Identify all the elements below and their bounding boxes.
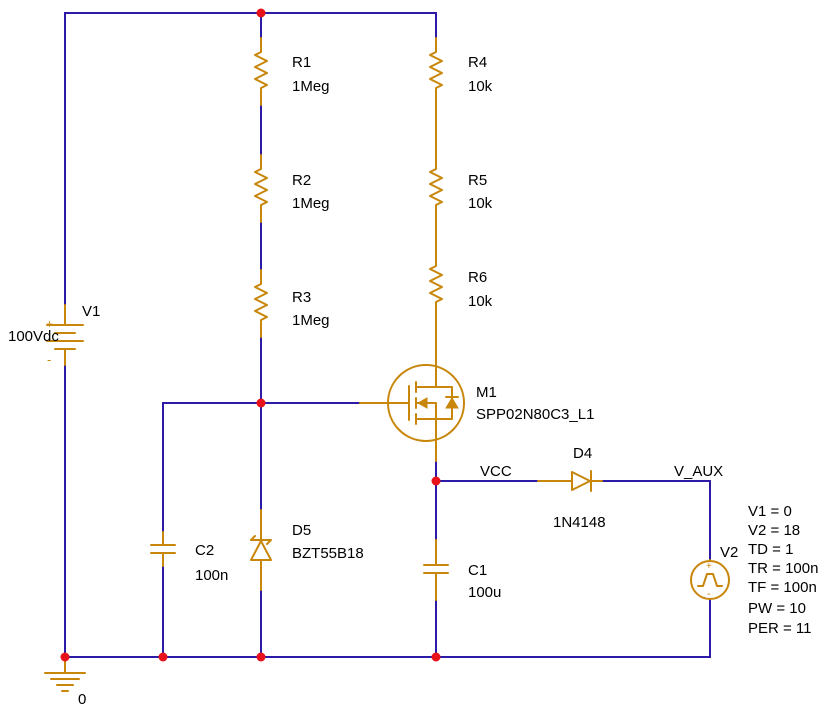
m1-value-label: SPP02N80C3_L1 [476, 406, 594, 423]
c2-value-label: 100n [195, 567, 228, 584]
pulse-source-v2[interactable] [690, 559, 730, 600]
battery-v1[interactable] [46, 304, 84, 366]
d5-ref-label: D5 [292, 522, 311, 539]
v2-param-pw: PW = 10 [748, 600, 806, 617]
resistor-r1[interactable] [254, 37, 268, 106]
junction-node-vcc [431, 476, 441, 486]
net-label-v-aux: V_AUX [674, 463, 723, 480]
v1-value-label: 100Vdc [8, 328, 59, 345]
r3-ref-label: R3 [292, 289, 311, 306]
ground-net-label: 0 [78, 691, 86, 708]
v1-ref-label: V1 [82, 303, 100, 320]
junction-node-ground-d5 [256, 652, 266, 662]
ground-symbol[interactable] [44, 656, 86, 692]
r1-value-label: 1Meg [292, 78, 330, 95]
diode-d4[interactable] [537, 470, 603, 492]
d4-value-label: 1N4148 [553, 514, 606, 531]
junction-node-ground-c2 [158, 652, 168, 662]
v1-plus-sign: + [46, 317, 53, 331]
resistor-r4[interactable] [429, 37, 443, 106]
c1-ref-label: C1 [468, 562, 487, 579]
v2-plus-sign: + [706, 561, 712, 572]
v2-minus-sign: - [707, 588, 711, 600]
r6-ref-label: R6 [468, 269, 487, 286]
r2-ref-label: R2 [292, 172, 311, 189]
c1-value-label: 100u [468, 584, 501, 601]
r6-value-label: 10k [468, 293, 493, 310]
resistor-r3[interactable] [254, 269, 268, 338]
wires [64, 12, 711, 658]
d5-value-label: BZT55B18 [292, 545, 364, 562]
net-label-vcc: VCC [480, 463, 512, 480]
zener-diode-d5[interactable] [250, 509, 272, 591]
component-labels: R1 1Meg R2 1Meg R3 1Meg R4 10k R5 10k R6… [8, 54, 818, 708]
m1-ref-label: M1 [476, 384, 497, 401]
v2-param-v1: V1 = 0 [748, 503, 792, 520]
capacitor-c1[interactable] [423, 539, 449, 601]
r4-value-label: 10k [468, 78, 493, 95]
resistor-r2[interactable] [254, 154, 268, 223]
resistor-r5[interactable] [429, 104, 443, 223]
v2-param-per: PER = 11 [748, 620, 812, 637]
c2-ref-label: C2 [195, 542, 214, 559]
v2-param-tf: TF = 100n [748, 579, 817, 596]
junction-node-ground-c1 [431, 652, 441, 662]
v2-param-v2: V2 = 18 [748, 522, 800, 539]
v2-param-td: TD = 1 [748, 541, 793, 558]
v2-param-tr: TR = 100n [748, 560, 818, 577]
v1-minus-sign: - [47, 352, 51, 367]
v2-ref-label: V2 [720, 544, 738, 561]
r5-value-label: 10k [468, 195, 493, 212]
resistor-r6[interactable] [429, 221, 443, 347]
mosfet-m1[interactable] [359, 345, 465, 462]
r1-ref-label: R1 [292, 54, 311, 71]
junction-node-top [256, 8, 266, 18]
junction-node-gate [256, 398, 266, 408]
r3-value-label: 1Meg [292, 312, 330, 329]
junction-node-ground-left [60, 652, 70, 662]
d4-ref-label: D4 [573, 445, 592, 462]
capacitor-c2[interactable] [150, 531, 176, 567]
junction-nodes [60, 8, 441, 662]
r5-ref-label: R5 [468, 172, 487, 189]
r4-ref-label: R4 [468, 54, 487, 71]
r2-value-label: 1Meg [292, 195, 330, 212]
